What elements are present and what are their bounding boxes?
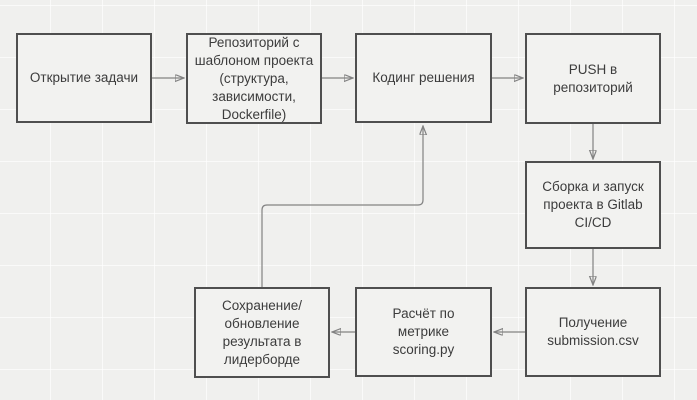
node-scoring[interactable]: Расчёт по метрике scoring.py	[355, 287, 492, 377]
node-ci-build-label: Сборка и запуск проекта в Gitlab CI/CD	[542, 179, 644, 230]
node-submission[interactable]: Получение submission.csv	[525, 287, 661, 377]
node-leaderboard[interactable]: Сохранение/ обновление результата в лиде…	[194, 287, 330, 378]
node-leaderboard-label: Сохранение/ обновление результата в лиде…	[221, 297, 303, 367]
node-push-label: PUSH в репозиторий	[553, 61, 633, 95]
node-repo-template-label: Репозиторий с шаблоном проекта (структур…	[194, 34, 314, 122]
node-coding-label: Кодинг решения	[372, 70, 475, 85]
node-push[interactable]: PUSH в репозиторий	[525, 33, 661, 124]
node-scoring-label: Расчёт по метрике scoring.py	[392, 306, 455, 357]
node-coding[interactable]: Кодинг решения	[355, 33, 492, 123]
node-ci-build[interactable]: Сборка и запуск проекта в Gitlab CI/CD	[525, 161, 661, 249]
node-open-task-label: Открытие задачи	[29, 70, 139, 85]
node-open-task[interactable]: Открытие задачи	[16, 33, 152, 123]
node-submission-label: Получение submission.csv	[547, 315, 639, 348]
edge-leaderboard-to-coding-feedback[interactable]	[261, 126, 423, 287]
node-repo-template[interactable]: Репозиторий с шаблоном проекта (структур…	[186, 33, 322, 124]
